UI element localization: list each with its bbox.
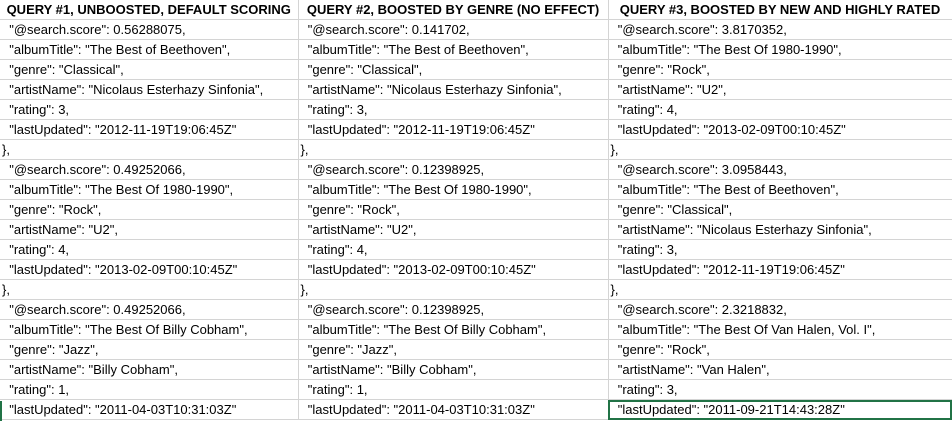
table-cell[interactable]: }, — [298, 139, 609, 160]
table-row: "@search.score": 0.49252066, "@search.sc… — [0, 159, 952, 180]
table-row: "lastUpdated": "2013-02-09T00:10:45Z" "l… — [0, 259, 952, 280]
row-selection-marker — [0, 401, 2, 421]
table-cell[interactable]: "artistName": "Billy Cobham", — [0, 359, 299, 380]
table-cell[interactable]: "lastUpdated": "2011-04-03T10:31:03Z" — [0, 399, 299, 420]
table-cell[interactable]: "rating": 3, — [608, 379, 952, 400]
table-cell[interactable]: "lastUpdated": "2013-02-09T00:10:45Z" — [608, 119, 952, 140]
selected-cell[interactable]: "lastUpdated": "2011-09-21T14:43:28Z" — [608, 399, 952, 420]
table-row: "rating": 1, "rating": 1, "rating": 3, — [0, 379, 952, 400]
table-cell[interactable]: "genre": "Jazz", — [0, 339, 299, 360]
table-cell[interactable]: "artistName": "Nicolaus Esterhazy Sinfon… — [0, 79, 299, 100]
table-cell[interactable]: "artistName": "U2", — [608, 79, 952, 100]
table-cell[interactable]: "artistName": "U2", — [0, 219, 299, 240]
table-row: "artistName": "U2", "artistName": "U2", … — [0, 219, 952, 240]
table-cell[interactable]: "genre": "Classical", — [608, 199, 952, 220]
table-cell[interactable]: "@search.score": 0.141702, — [298, 19, 609, 40]
table-cell[interactable]: "rating": 3, — [608, 239, 952, 260]
table-cell[interactable]: "lastUpdated": "2013-02-09T00:10:45Z" — [298, 259, 609, 280]
table-cell[interactable]: }, — [0, 139, 299, 160]
table-cell[interactable]: "lastUpdated": "2012-11-19T19:06:45Z" — [0, 119, 299, 140]
table-cell[interactable]: }, — [298, 279, 609, 300]
table-cell[interactable]: "albumTitle": "The Best Of Van Halen, Vo… — [608, 319, 952, 340]
table-cell[interactable]: "lastUpdated": "2011-04-03T10:31:03Z" — [298, 399, 609, 420]
table-cell[interactable]: "artistName": "Nicolaus Esterhazy Sinfon… — [298, 79, 609, 100]
table-cell[interactable]: "albumTitle": "The Best of Beethoven", — [298, 39, 609, 60]
table-row: "genre": "Jazz", "genre": "Jazz", "genre… — [0, 339, 952, 360]
table-cell[interactable]: "genre": "Classical", — [0, 59, 299, 80]
table-row: "@search.score": 0.56288075, "@search.sc… — [0, 19, 952, 40]
table-cell[interactable]: "rating": 4, — [298, 239, 609, 260]
table-row: "genre": "Classical", "genre": "Classica… — [0, 59, 952, 80]
table-cell[interactable]: "rating": 4, — [0, 239, 299, 260]
table-cell[interactable]: "lastUpdated": "2012-11-19T19:06:45Z" — [298, 119, 609, 140]
table-cell[interactable]: "artistName": "U2", — [298, 219, 609, 240]
table-cell[interactable]: "@search.score": 2.3218832, — [608, 299, 952, 320]
table-row: "@search.score": 0.49252066, "@search.sc… — [0, 299, 952, 320]
table-row: "artistName": "Billy Cobham", "artistNam… — [0, 359, 952, 380]
table-row: },},}, — [0, 279, 952, 300]
table-cell[interactable]: "genre": "Jazz", — [298, 339, 609, 360]
table-row: "artistName": "Nicolaus Esterhazy Sinfon… — [0, 79, 952, 100]
table-cell[interactable]: "@search.score": 0.12398925, — [298, 299, 609, 320]
table-cell[interactable]: "rating": 1, — [0, 379, 299, 400]
table-row: "lastUpdated": "2011-04-03T10:31:03Z" "l… — [0, 399, 952, 420]
table-cell[interactable]: "rating": 1, — [298, 379, 609, 400]
header-cell-query-2[interactable]: QUERY #2, BOOSTED BY GENRE (NO EFFECT) — [298, 0, 609, 20]
table-cell[interactable]: "rating": 4, — [608, 99, 952, 120]
header-cell-query-3[interactable]: QUERY #3, BOOSTED BY NEW AND HIGHLY RATE… — [608, 0, 952, 20]
table-cell[interactable]: "@search.score": 0.49252066, — [0, 159, 299, 180]
table-cell[interactable]: "artistName": "Billy Cobham", — [298, 359, 609, 380]
table-cell[interactable]: "rating": 3, — [0, 99, 299, 120]
table-cell[interactable]: "genre": "Rock", — [0, 199, 299, 220]
table-row: "lastUpdated": "2012-11-19T19:06:45Z" "l… — [0, 119, 952, 140]
table-row: "albumTitle": "The Best Of Billy Cobham"… — [0, 319, 952, 340]
table-cell[interactable]: "albumTitle": "The Best Of 1980-1990", — [298, 179, 609, 200]
table-cell[interactable]: "@search.score": 0.56288075, — [0, 19, 299, 40]
table-row: "genre": "Rock", "genre": "Rock", "genre… — [0, 199, 952, 220]
header-cell-query-1[interactable]: QUERY #1, UNBOOSTED, DEFAULT SCORING — [0, 0, 299, 20]
table-cell[interactable]: "artistName": "Nicolaus Esterhazy Sinfon… — [608, 219, 952, 240]
table-cell[interactable]: "albumTitle": "The Best of Beethoven", — [608, 179, 952, 200]
table-cell[interactable]: "@search.score": 3.0958443, — [608, 159, 952, 180]
table-cell[interactable]: "@search.score": 0.49252066, — [0, 299, 299, 320]
header-row: QUERY #1, UNBOOSTED, DEFAULT SCORING QUE… — [0, 0, 952, 20]
table-cell[interactable]: }, — [0, 279, 299, 300]
table-cell[interactable]: "albumTitle": "The Best Of 1980-1990", — [0, 179, 299, 200]
table-cell[interactable]: "genre": "Rock", — [608, 59, 952, 80]
table-row: },},}, — [0, 139, 952, 160]
table-cell[interactable]: "lastUpdated": "2013-02-09T00:10:45Z" — [0, 259, 299, 280]
table-cell[interactable]: "artistName": "Van Halen", — [608, 359, 952, 380]
table-cell[interactable]: "albumTitle": "The Best Of 1980-1990", — [608, 39, 952, 60]
table-row: "albumTitle": "The Best Of 1980-1990", "… — [0, 179, 952, 200]
table-cell[interactable]: }, — [608, 139, 952, 160]
table-cell[interactable]: "lastUpdated": "2012-11-19T19:06:45Z" — [608, 259, 952, 280]
table-cell[interactable]: "albumTitle": "The Best Of Billy Cobham"… — [0, 319, 299, 340]
table-cell[interactable]: "albumTitle": "The Best of Beethoven", — [0, 39, 299, 60]
table-cell[interactable]: "@search.score": 3.8170352, — [608, 19, 952, 40]
table-row: "albumTitle": "The Best of Beethoven", "… — [0, 39, 952, 60]
table-cell[interactable]: "genre": "Rock", — [298, 199, 609, 220]
table-cell[interactable]: "albumTitle": "The Best Of Billy Cobham"… — [298, 319, 609, 340]
table-row: "rating": 3, "rating": 3, "rating": 4, — [0, 99, 952, 120]
table-cell[interactable]: "rating": 3, — [298, 99, 609, 120]
table-row: "rating": 4, "rating": 4, "rating": 3, — [0, 239, 952, 260]
table-cell[interactable]: "genre": "Rock", — [608, 339, 952, 360]
table-cell[interactable]: "@search.score": 0.12398925, — [298, 159, 609, 180]
table-cell[interactable]: "genre": "Classical", — [298, 59, 609, 80]
table-cell[interactable]: }, — [608, 279, 952, 300]
